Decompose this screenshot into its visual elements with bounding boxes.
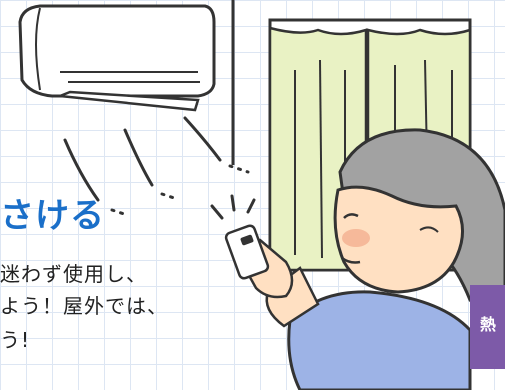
remote-signal-icon	[210, 194, 256, 220]
side-tab-label: 熱	[470, 285, 505, 369]
section-heading: さける	[0, 196, 105, 236]
airflow-lines	[63, 116, 250, 216]
elderly-person	[224, 128, 505, 390]
body-text-line-2: よう！屋外では、	[0, 294, 168, 318]
body-text-line-1: 迷わず使用し、	[0, 262, 147, 286]
air-conditioner	[18, 4, 216, 112]
body-text-line-3: う!	[0, 328, 31, 352]
